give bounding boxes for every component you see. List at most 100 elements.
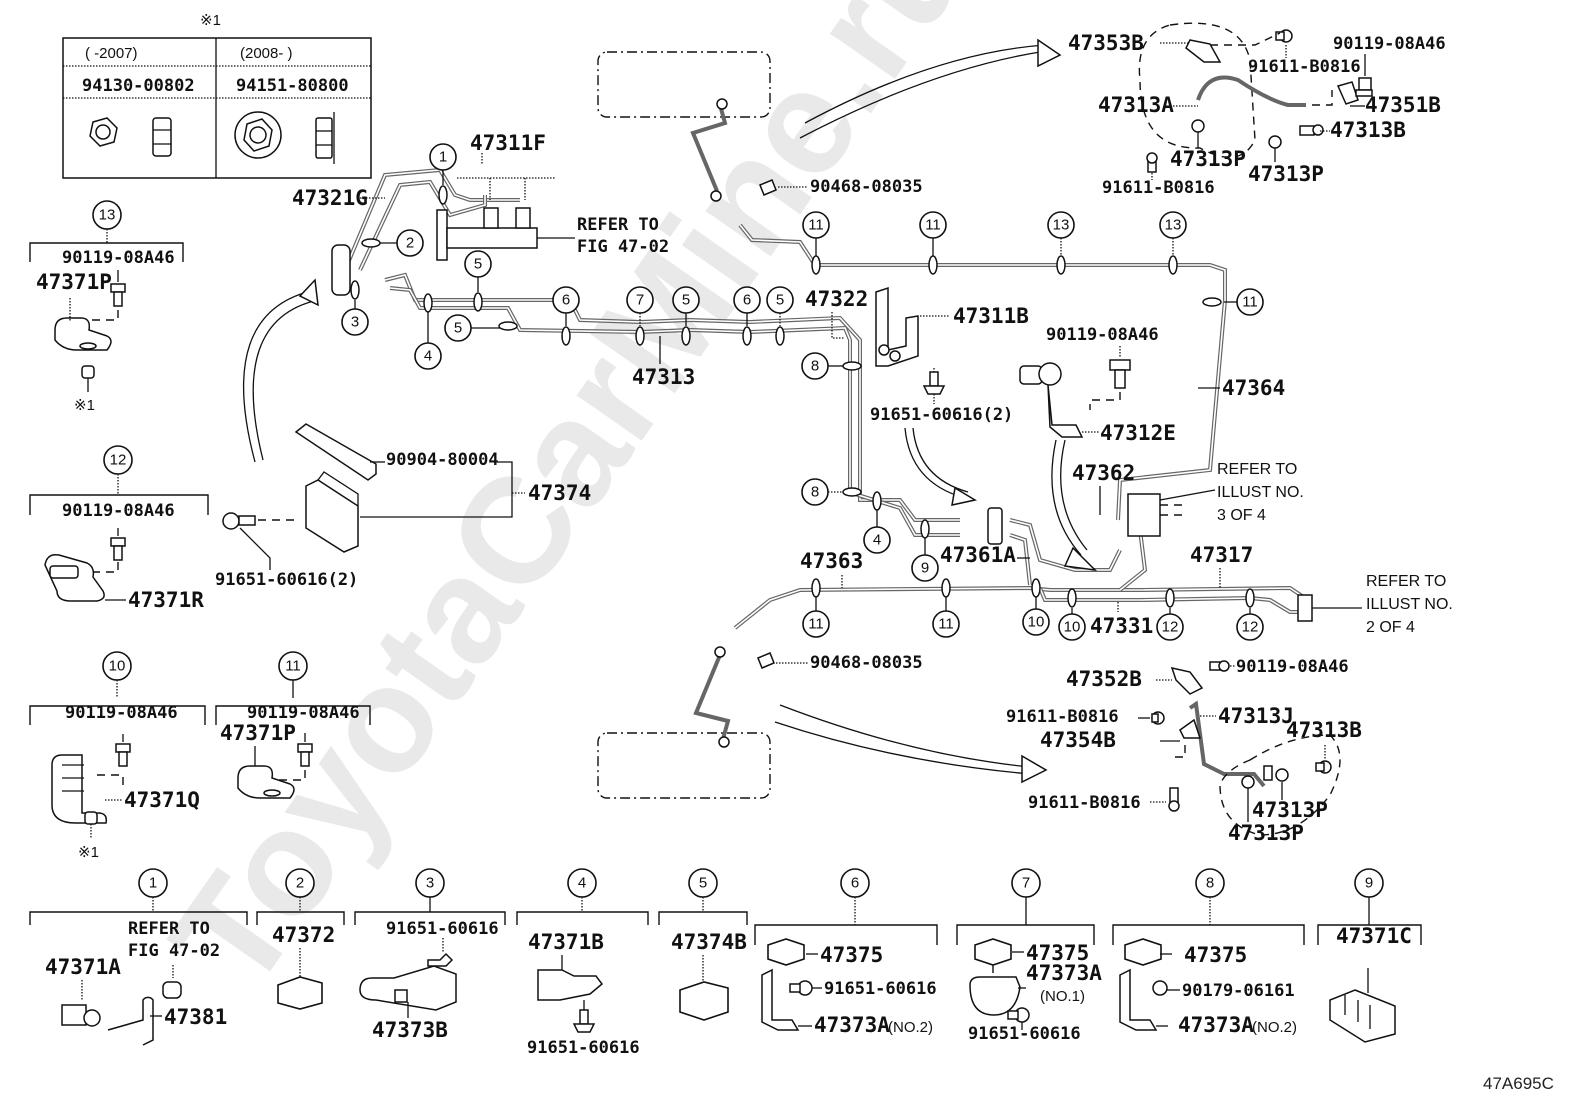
- group-7-clamp-bracket: 7 47375 47373A (NO.1) 91651-60616: [956, 868, 1102, 1044]
- label-47351B: 47351B: [1365, 93, 1441, 117]
- group-9-multi-clamp: 9 47371C: [1317, 868, 1422, 1043]
- note-mark: ※1: [74, 397, 95, 414]
- group-4-clamp-bracket: 4 47371B 91651-60616: [516, 868, 649, 1058]
- label-91611-B0816: 91611-B0816: [1248, 57, 1361, 77]
- label-47371Q: 47371Q: [124, 788, 200, 812]
- label-47373B: 47373B: [372, 1018, 448, 1042]
- label-47311F: 47311F: [470, 131, 546, 155]
- connector-icon: [1297, 594, 1313, 622]
- callout-3: 3: [351, 314, 359, 331]
- multi-clamp-icon: [51, 754, 108, 824]
- pad-90904-80004: [294, 423, 377, 481]
- nut-icon: [81, 365, 95, 379]
- refer-illust3-line1: REFER TO: [1217, 461, 1297, 478]
- figure-code: 47A695C: [1483, 1074, 1554, 1093]
- hex-nut-icon: [89, 117, 172, 157]
- refer-illust2-line3: 2 OF 4: [1366, 619, 1415, 636]
- label-47313: 47313: [632, 365, 695, 389]
- label-90468-08035: 90468-08035: [810, 177, 923, 197]
- callout-11c: 11: [1242, 294, 1258, 311]
- label-47363: 47363: [800, 549, 863, 573]
- label-47317: 47317: [1190, 543, 1253, 567]
- bracket-note: (NO.1): [1040, 988, 1085, 1005]
- label-91611-B0816: 91611-B0816: [1102, 178, 1215, 198]
- arrow-icon: [298, 278, 319, 307]
- label-47313P: 47313P: [1252, 798, 1328, 822]
- nut-reference-table: ※1 ( -2007) (2008- ) 94130-00802 94151-8…: [62, 12, 372, 179]
- bracket-47374: [305, 471, 359, 553]
- label-47313J: 47313J: [1218, 704, 1294, 728]
- callout-10b: 10: [1064, 619, 1081, 636]
- callout-4b: 4: [873, 532, 881, 549]
- callout-10: 10: [109, 658, 126, 675]
- label-47352B: 47352B: [1066, 667, 1142, 691]
- refer-fig-line1: REFER TO: [577, 215, 659, 235]
- hydraulic-unit-47362: [1127, 493, 1161, 537]
- label-91651-60616: 91651-60616: [824, 979, 937, 999]
- bolt-icon: [922, 368, 946, 404]
- callout-5c: 5: [682, 292, 690, 309]
- callout-13b: 13: [1165, 217, 1182, 234]
- refer-fig-line2: FIG 47-02: [128, 941, 220, 961]
- label-90119-08A46: 90119-08A46: [1046, 325, 1159, 345]
- label-47381: 47381: [164, 1005, 227, 1029]
- label-47321G: 47321G: [292, 186, 368, 210]
- arrow-icon: [1021, 754, 1048, 784]
- callout-9: 9: [1365, 875, 1373, 892]
- clamp-bracket-icon: [44, 553, 105, 602]
- group-2-clamp: 2 47372: [256, 868, 345, 1010]
- bolt-icon: [275, 733, 313, 781]
- clamp-bracket-icon: [237, 765, 295, 799]
- callout-9: 9: [921, 560, 929, 577]
- refer-illust3-line3: 3 OF 4: [1217, 507, 1266, 524]
- label-90119-08A46: 90119-08A46: [1236, 657, 1349, 677]
- label-91651-60616: 91651-60616: [527, 1038, 640, 1058]
- callout-12: 12: [110, 452, 127, 469]
- harness-callouts: 1 2 3 4 5 5 6 7 5 6 5 8 8 4 9 11 11: [341, 143, 1264, 641]
- label-47322: 47322: [805, 287, 868, 311]
- label-90119-08A46: 90119-08A46: [65, 703, 178, 723]
- label-47372: 47372: [272, 923, 335, 947]
- flange-nut-icon: [234, 111, 335, 164]
- front-brake-bottom: [597, 646, 771, 799]
- group-11-clamp-bracket: 11 90119-08A46 47371P: [215, 651, 371, 799]
- mount-bracket: [331, 244, 351, 296]
- proportioning-valve-47312E: [1019, 362, 1084, 438]
- label-90119-08A46: 90119-08A46: [62, 248, 175, 268]
- master-cylinder: [436, 207, 575, 261]
- nut-icon: [84, 811, 98, 825]
- label-91651-60616-2: 91651-60616(2): [215, 570, 358, 590]
- callout-1: 1: [439, 149, 447, 166]
- callout-1: 1: [149, 875, 157, 892]
- callout-11b: 11: [925, 217, 941, 234]
- callout-8: 8: [1206, 875, 1214, 892]
- label-47373A: 47373A: [1178, 1013, 1254, 1037]
- label-90468-08035: 90468-08035: [810, 653, 923, 673]
- callout-12b: 12: [1242, 619, 1259, 636]
- label-47373A: 47373A: [1026, 961, 1102, 985]
- group-12-clamp-bracket: 12 90119-08A46 47371R: [29, 445, 209, 612]
- group-8-clamp-bracket: 8 47375 90179-06161 47373A (NO.2): [1112, 868, 1305, 1037]
- bolt-icon: [1089, 346, 1131, 410]
- callout-8a: 8: [811, 358, 819, 375]
- table-part-new: 94151-80800: [236, 76, 349, 96]
- label-91611-B0816: 91611-B0816: [1028, 793, 1141, 813]
- table-period-new: (2008- ): [240, 45, 293, 62]
- label-47364: 47364: [1222, 376, 1285, 400]
- label-90119-08A46: 90119-08A46: [247, 703, 360, 723]
- label-47313A: 47313A: [1098, 93, 1174, 117]
- callout-12a: 12: [1162, 619, 1179, 636]
- label-47313P: 47313P: [1170, 147, 1246, 171]
- label-47313B: 47313B: [1330, 118, 1406, 142]
- note-mark: ※1: [78, 844, 99, 861]
- bracket-47311B: [875, 286, 919, 367]
- lower-right-flex-hose-assembly: [1151, 660, 1341, 836]
- callout-3: 3: [426, 875, 434, 892]
- callout-11d: 11: [808, 616, 824, 633]
- arrow-icon: [1037, 38, 1062, 68]
- refer-illust2-line2: ILLUST NO.: [1366, 596, 1453, 613]
- callout-2: 2: [296, 875, 304, 892]
- label-91611-B0816: 91611-B0816: [1006, 707, 1119, 727]
- callout-5d: 5: [776, 292, 784, 309]
- table-part-old: 94130-00802: [82, 76, 195, 96]
